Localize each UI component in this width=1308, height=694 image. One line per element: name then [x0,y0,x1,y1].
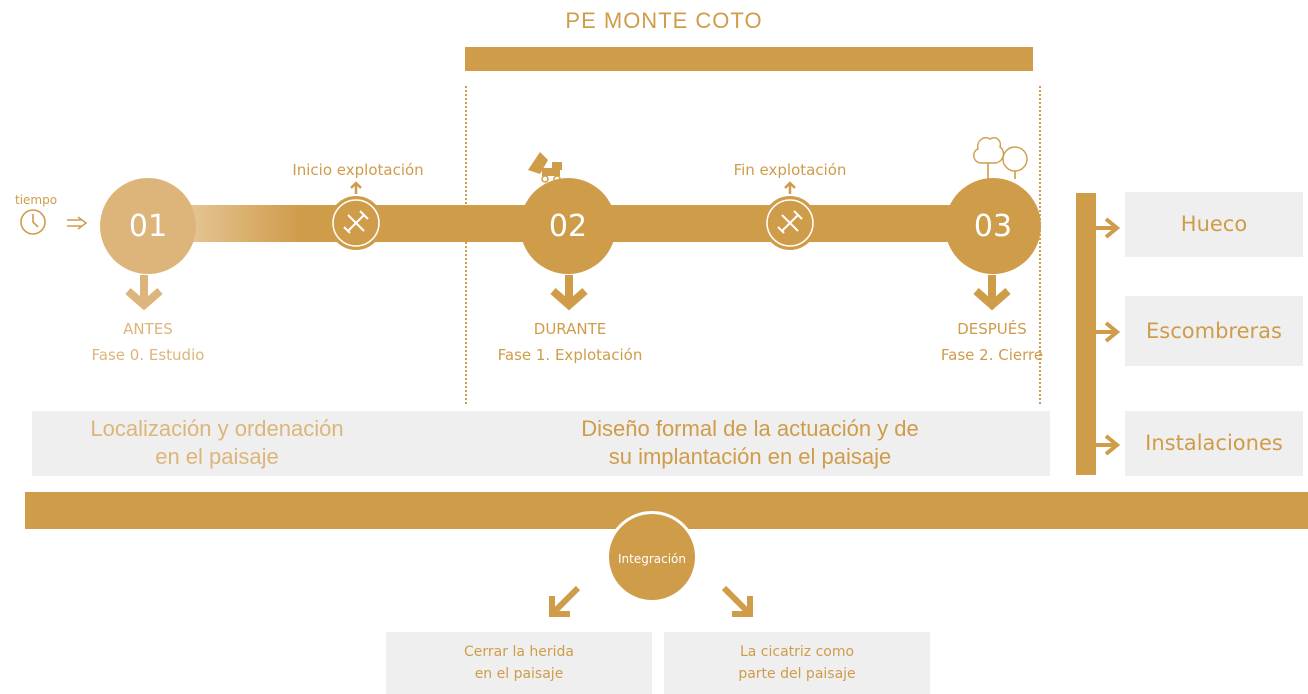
page-title: PE MONTE COTO [565,8,763,33]
pickaxe-shovel-icon [763,196,817,250]
milestone-start-label: Inicio explotación [292,161,424,179]
dump-truck-icon [528,152,562,183]
band-localization [32,411,1050,476]
clock-icon [20,209,46,235]
band-localization-line1: Localización y ordenación [90,416,344,441]
phase-name-02: DURANTE [533,320,607,338]
integration-circle [606,511,698,603]
phase-node-02: 02 [520,178,616,274]
band-localization-line2: en el paisaje [155,444,279,469]
element-label: Hueco [1180,212,1248,236]
phase-node-03: 03 [945,178,1041,274]
outcome-right-line2: parte del paisaje [738,666,856,682]
elements-bracket [1076,193,1096,475]
trees-icon [973,137,1028,179]
title-bar [465,47,1033,71]
phase-name-03: DESPUÉS [957,320,1027,338]
outcome-left-line1: Cerrar la herida [464,644,574,660]
outcome-box-left [386,632,652,694]
arrow-down-left-icon [549,585,581,617]
outcome-right-line1: La cicatriz como [739,644,855,660]
arrow-down-right-icon [721,585,753,617]
milestone-end-label: Fin explotación [733,161,847,179]
boundary-right [1039,86,1041,404]
outcome-box-right [664,632,930,694]
arrow-up-icon [350,181,362,194]
arrow-right-icon [1096,321,1121,343]
arrow-right-icon [1096,217,1121,239]
element-label: Instalaciones [1145,431,1283,455]
time-label: tiempo [15,193,58,207]
phase-number: 02 [548,208,588,244]
element-box-hueco: Hueco [1125,192,1303,257]
arrow-right-icon [1096,434,1121,456]
phase-fase-02: Fase 1. Explotación [497,346,643,364]
phase-name-01: ANTES [123,320,173,338]
element-box-escombreras: Escombreras [1125,296,1303,366]
phase-fase-01: Fase 0. Estudio [91,346,205,364]
boundary-left [465,86,467,404]
integration-label: Integración [617,552,686,566]
arrow-up-icon [784,181,796,194]
pickaxe-shovel-icon [329,196,383,250]
band-design-line1: Diseño formal de la actuación y de [581,416,919,441]
phase-fase-03: Fase 2. Cierre [940,346,1044,364]
phase-node-01: 01 [100,178,196,274]
element-label: Escombreras [1146,319,1282,343]
phase-number: 01 [128,208,168,244]
band-design-line2: su implantación en el paisaje [608,444,892,469]
arrow-down-icon [550,275,588,311]
arrow-down-icon [125,275,163,311]
arrow-right-icon [67,216,88,230]
arrow-down-icon [973,275,1011,311]
element-box-instalaciones: Instalaciones [1125,411,1303,476]
phase-number: 03 [973,208,1013,244]
outcome-left-line2: en el paisaje [474,666,564,682]
